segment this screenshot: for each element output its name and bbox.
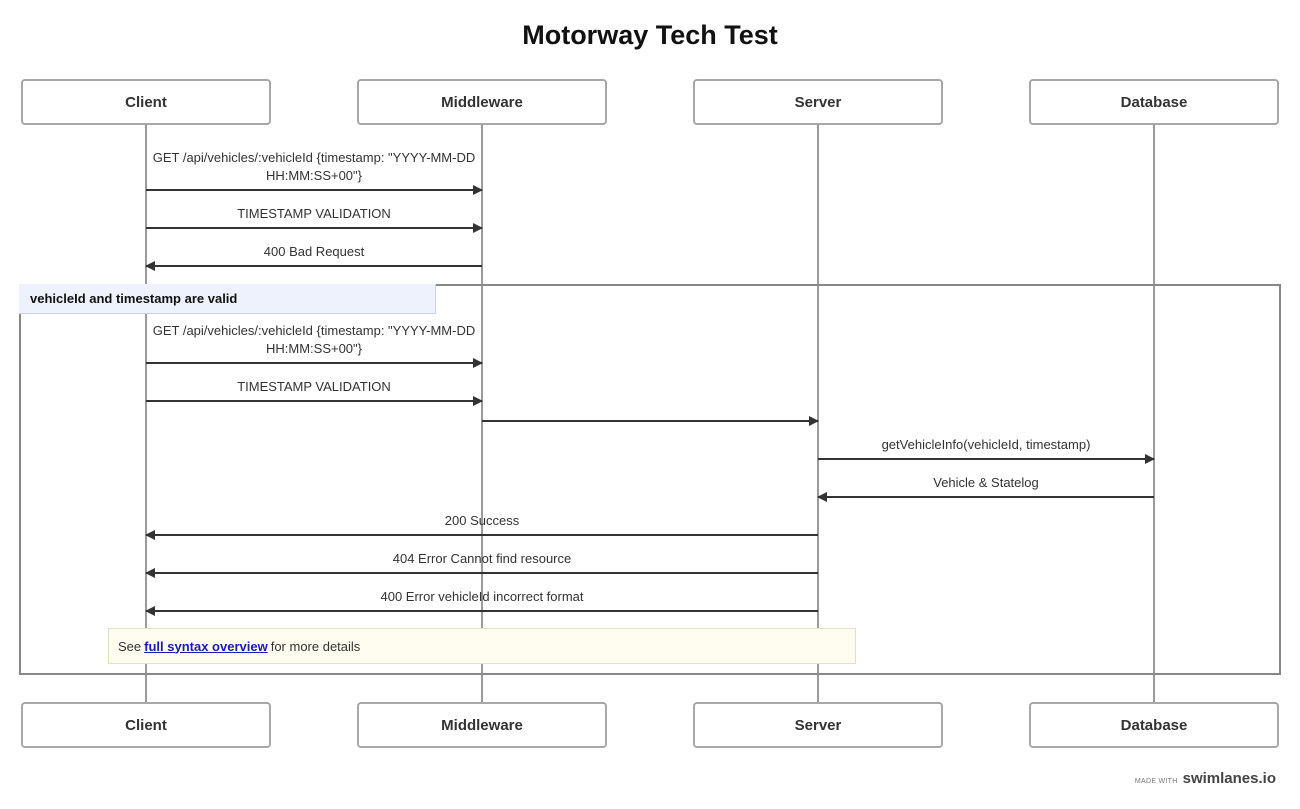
note-box: See full syntax overview for more detail… [108,628,856,664]
note-suffix: for more details [270,638,361,654]
message-label-8: Vehicle & Statelog [933,475,1039,490]
actor-server-bottom: Server [693,702,943,748]
actor-middleware-top: Middleware [357,79,607,125]
full-syntax-overview-link[interactable]: full syntax overview [144,638,268,654]
actor-middleware-bottom: Middleware [357,702,607,748]
message-label-7: getVehicleInfo(vehicleId, timestamp) [881,437,1091,452]
made-with-label: MADE WITH [1134,778,1178,785]
message-label-2: TIMESTAMP VALIDATION [237,206,391,221]
actor-client-bottom: Client [21,702,271,748]
group-frame [19,284,1281,675]
message-label-4: GET /api/vehicles/:vehicleId {timestamp:… [152,323,476,356]
actor-database-top: Database [1029,79,1279,125]
message-label-5: TIMESTAMP VALIDATION [237,379,391,394]
note-prefix: See [118,638,142,654]
actor-client-top: Client [21,79,271,125]
swimlanes-branding[interactable]: MADE WITH swimlanes.io [1135,770,1276,787]
actor-database-bottom: Database [1029,702,1279,748]
message-label-9: 200 Success [444,513,520,528]
message-label-3: 400 Bad Request [263,244,365,259]
diagram-title: Motorway Tech Test [522,20,778,50]
message-label-1: GET /api/vehicles/:vehicleId {timestamp:… [152,150,476,183]
message-label-10: 404 Error Cannot find resource [392,551,572,566]
message-label-11: 400 Error vehicleId incorrect format [380,589,584,604]
actor-server-top: Server [693,79,943,125]
group-label: vehicleId and timestamp are valid [19,284,436,314]
swimlanes-logo-text: swimlanes.io [1182,770,1276,787]
